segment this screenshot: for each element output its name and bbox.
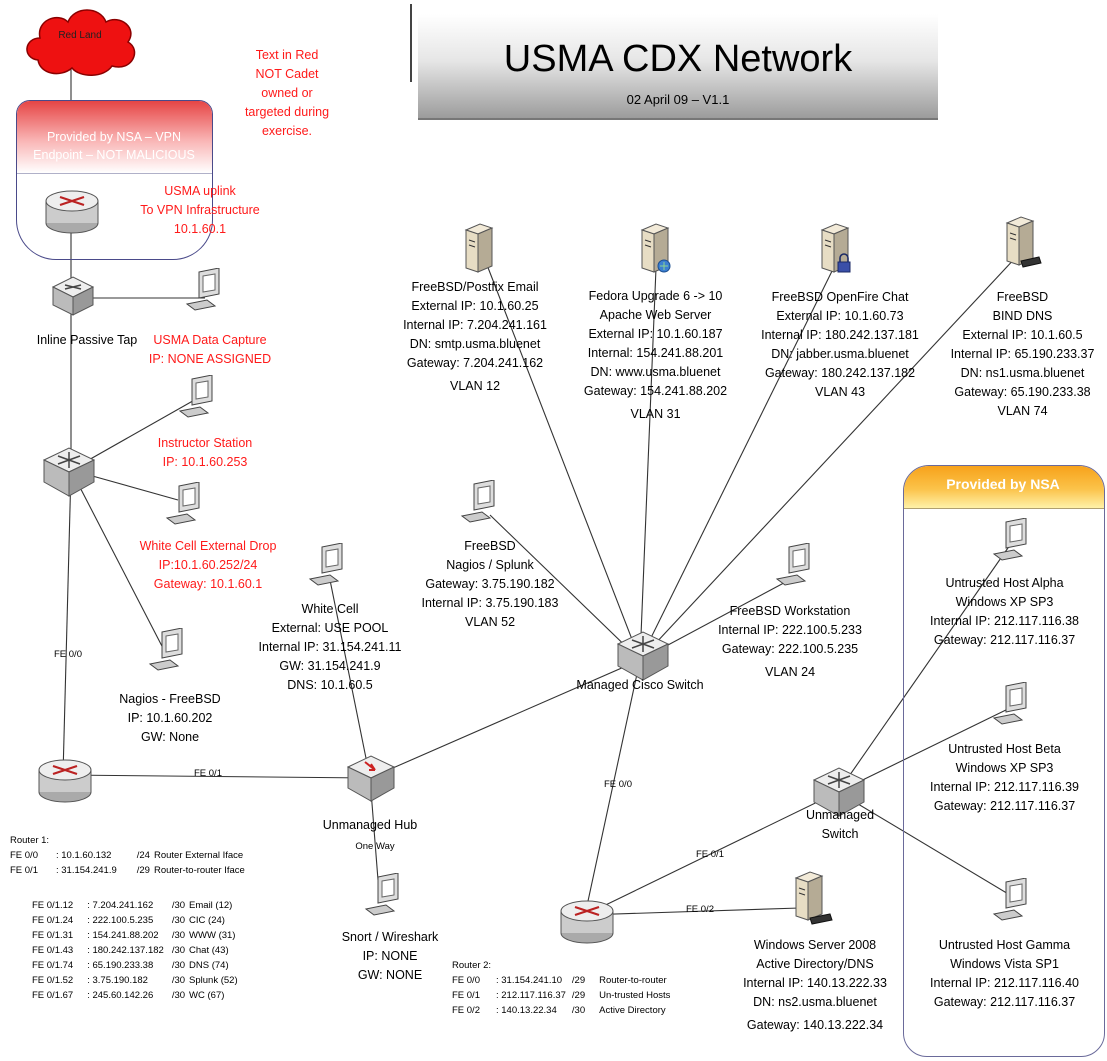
unmanaged-hub-label: Unmanaged Hub	[322, 818, 418, 832]
host-beta-icon[interactable]	[992, 682, 1038, 732]
red-land-cloud-icon	[26, 9, 136, 76]
inline-tap-label: Inline Passive Tap	[36, 333, 138, 347]
instructor-station-icon[interactable]	[178, 375, 224, 425]
title-banner: USMA CDX Network 02 April 09 – V1.1	[410, 4, 938, 120]
dns-server-icon[interactable]	[1003, 215, 1043, 271]
provided-by-nsa-box	[903, 465, 1105, 1057]
nagios-freebsd-icon[interactable]	[148, 628, 194, 678]
inline-tap-icon[interactable]	[48, 275, 98, 320]
router-1-icon[interactable]	[35, 752, 95, 804]
diagram-subtitle: 02 April 09 – V1.1	[626, 92, 730, 107]
vpn-router-icon[interactable]	[42, 183, 102, 235]
fe01-r2-label: FE 0/1	[696, 849, 724, 860]
fe00-left-label: FE 0/0	[54, 649, 82, 660]
web-server-icon[interactable]	[638, 222, 674, 276]
one-way-label: One Way	[355, 841, 395, 852]
diagram-title: USMA CDX Network	[503, 38, 853, 80]
external-switch-icon[interactable]	[38, 444, 100, 502]
fe02-r2-label: FE 0/2	[686, 904, 714, 915]
email-server-icon[interactable]	[462, 222, 496, 274]
unmanaged-hub-icon[interactable]	[343, 752, 399, 806]
freebsd-workstation-icon[interactable]	[775, 543, 821, 593]
chat-server-icon[interactable]	[818, 222, 854, 276]
snort-wireshark-icon[interactable]	[364, 873, 410, 923]
managed-cisco-switch-icon[interactable]	[612, 628, 674, 686]
router-2-title: Router 2:	[452, 960, 492, 971]
data-capture-workstation-icon[interactable]	[185, 268, 231, 318]
fe00-mid-label: FE 0/0	[604, 779, 632, 790]
white-cell-drop-icon[interactable]	[165, 482, 211, 532]
provided-by-nsa-header: Provided by NSA	[946, 476, 1060, 492]
white-cell-icon[interactable]	[308, 543, 354, 593]
red-land-label: Red Land	[58, 30, 102, 41]
router-2-icon[interactable]	[557, 893, 617, 945]
unmanaged-switch-icon[interactable]	[808, 764, 870, 822]
host-alpha-icon[interactable]	[992, 518, 1038, 568]
host-gamma-icon[interactable]	[992, 878, 1038, 928]
managed-cisco-switch-label: Managed Cisco Switch	[576, 678, 704, 692]
nsa-vpn-endpoint-box	[16, 100, 213, 260]
nagios-splunk-icon[interactable]	[460, 480, 506, 530]
router-1-title: Router 1:	[10, 835, 50, 846]
fe01-label: FE 0/1	[194, 768, 222, 779]
windows-server-icon[interactable]	[792, 870, 834, 928]
